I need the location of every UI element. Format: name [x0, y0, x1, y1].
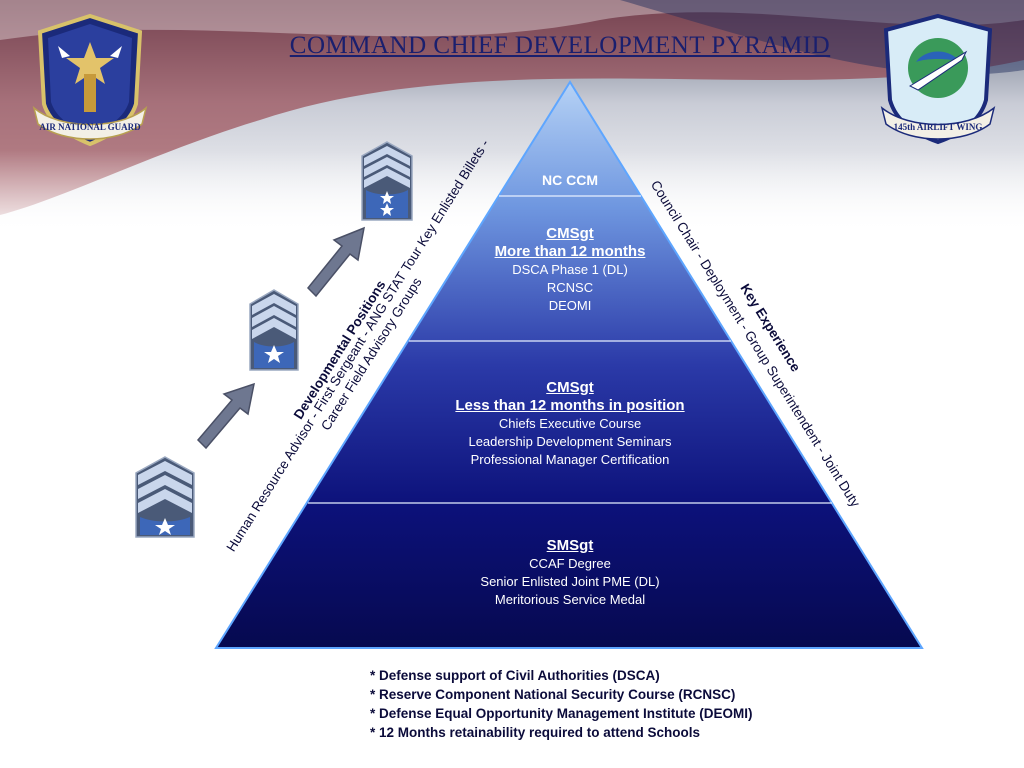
- tier3-heading: CMSgt: [546, 379, 594, 396]
- command-chief-insignia-icon: [361, 141, 413, 221]
- tier-smsgt: SMSgt CCAF Degree Senior Enlisted Joint …: [400, 536, 740, 609]
- tier4-line: Meritorious Service Medal: [494, 592, 646, 607]
- promotion-arrow-2-icon: [306, 226, 365, 298]
- tier3-subheading: Less than 12 months in position: [455, 397, 685, 414]
- smsgt-insignia-icon: [135, 456, 195, 538]
- tier2-line: DSCA Phase 1 (DL): [512, 262, 628, 277]
- footnote: * Defense support of Civil Authorities (…: [370, 668, 660, 683]
- footnotes: * Defense support of Civil Authorities (…: [370, 666, 753, 742]
- cmsgt-insignia-icon: [249, 289, 299, 371]
- apex-label: NC CCM: [542, 172, 598, 188]
- tier2-line: RCNSC: [546, 280, 594, 295]
- airlift-wing-seal-icon: 145th AIRLIFT WING: [880, 13, 996, 145]
- tier3-line: Chiefs Executive Course: [498, 416, 642, 431]
- tier2-heading: CMSgt: [546, 225, 594, 242]
- tier2-subheading: More than 12 months: [494, 243, 646, 260]
- tier4-heading: SMSgt: [546, 537, 594, 554]
- tier3-line: Professional Manager Certification: [470, 452, 670, 467]
- tier4-line: Senior Enlisted Joint PME (DL): [480, 574, 660, 589]
- footnote: * Reserve Component National Security Co…: [370, 687, 736, 702]
- right-seal-text: 145th AIRLIFT WING: [894, 122, 983, 132]
- page-title: COMMAND CHIEF DEVELOPMENT PYRAMID: [289, 32, 831, 59]
- tier3-line: Leadership Development Seminars: [468, 434, 672, 449]
- promotion-arrow-1-icon: [196, 382, 255, 450]
- tier-cmsgt-under-12: CMSgt Less than 12 months in position Ch…: [400, 378, 740, 469]
- footnote: * 12 Months retainability required to at…: [370, 725, 701, 740]
- tier2-line: DEOMI: [548, 298, 592, 313]
- left-seal-text: AIR NATIONAL GUARD: [39, 122, 141, 132]
- air-national-guard-seal-icon: AIR NATIONAL GUARD: [32, 13, 148, 147]
- footnote: * Defense Equal Opportunity Management I…: [370, 706, 753, 721]
- tier-cmsgt-over-12: CMSgt More than 12 months DSCA Phase 1 (…: [450, 224, 690, 315]
- tier4-line: CCAF Degree: [529, 556, 611, 571]
